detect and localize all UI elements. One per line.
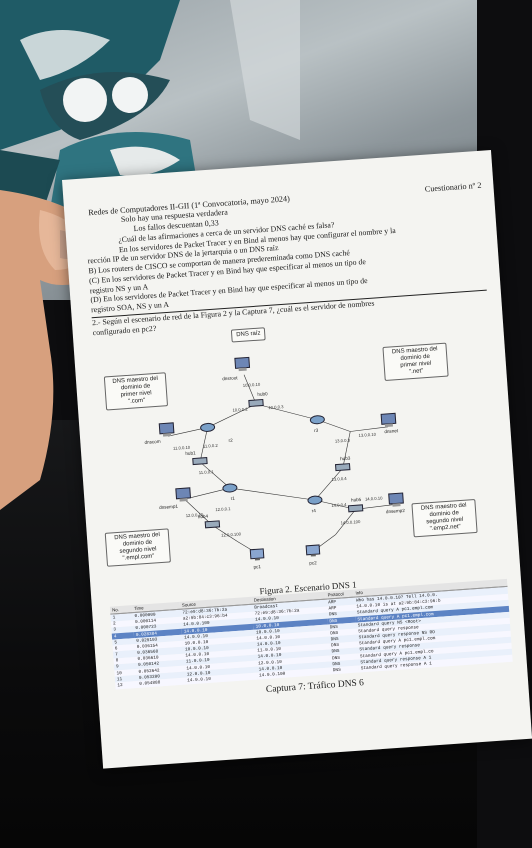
server-icon (234, 357, 251, 372)
router-icon (307, 495, 323, 505)
pc-icon (305, 544, 321, 557)
device-label: r1 (230, 496, 235, 502)
shirt-print-graphic (0, 0, 300, 220)
ip-label: 10.0.0.2 (232, 406, 248, 414)
device-label: hub1 (185, 450, 196, 457)
ip-label: 10.0.0.3 (268, 404, 284, 411)
device-label: dnsroot (222, 375, 238, 382)
ip-label: 11.0.0.2 (202, 443, 218, 450)
ip-label: 14.0.0.4 (331, 502, 347, 509)
device-label: hub3 (339, 455, 351, 462)
server-icon (388, 492, 404, 508)
device-label: r3 (313, 428, 319, 434)
network-diagram: DNS raíz DNS maestro del dominio de prim… (81, 309, 516, 596)
zone-dns-com: DNS maestro del dominio de primer nivel … (103, 372, 169, 411)
pc-icon (249, 548, 265, 561)
zone-dns-emp2: DNS maestro del dominio de segundo nivel… (411, 499, 478, 538)
device-label: hub0 (257, 391, 268, 398)
router-icon (222, 483, 238, 493)
device-label: dnsnet (384, 428, 399, 435)
device-label: r2 (228, 438, 233, 444)
device-label: hub5 (350, 497, 362, 503)
hub-icon (204, 520, 221, 529)
server-icon (158, 422, 175, 437)
table-cell: DNS (330, 665, 360, 675)
device-label: pc1 (253, 564, 262, 570)
ip-label: 12.0.0.1 (215, 506, 231, 513)
server-icon (380, 413, 397, 428)
ip-label: 13.0.0.3 (334, 437, 351, 444)
router-icon (200, 423, 216, 433)
router-icon (309, 415, 325, 425)
hub-icon (347, 504, 364, 513)
zone-dns-root: DNS raíz (230, 327, 267, 343)
ip-label: 13.0.0.4 (331, 476, 347, 483)
device-label: pc2 (309, 560, 317, 567)
table-cell: 12 (115, 681, 138, 690)
hub-icon (248, 399, 264, 408)
zone-dns-net: DNS maestro del dominio de primer nivel … (382, 342, 449, 381)
zone-dns-empl: DNS maestro del dominio de segundo nivel… (104, 528, 171, 567)
ip-label: 11.0.0.1 (198, 469, 214, 476)
device-label: r4 (311, 508, 316, 514)
hub-icon (192, 457, 208, 466)
exam-sheet: Redes de Computadores II-GII (1ª Convoca… (62, 150, 532, 769)
hub-icon (335, 463, 351, 472)
server-icon (175, 487, 192, 502)
